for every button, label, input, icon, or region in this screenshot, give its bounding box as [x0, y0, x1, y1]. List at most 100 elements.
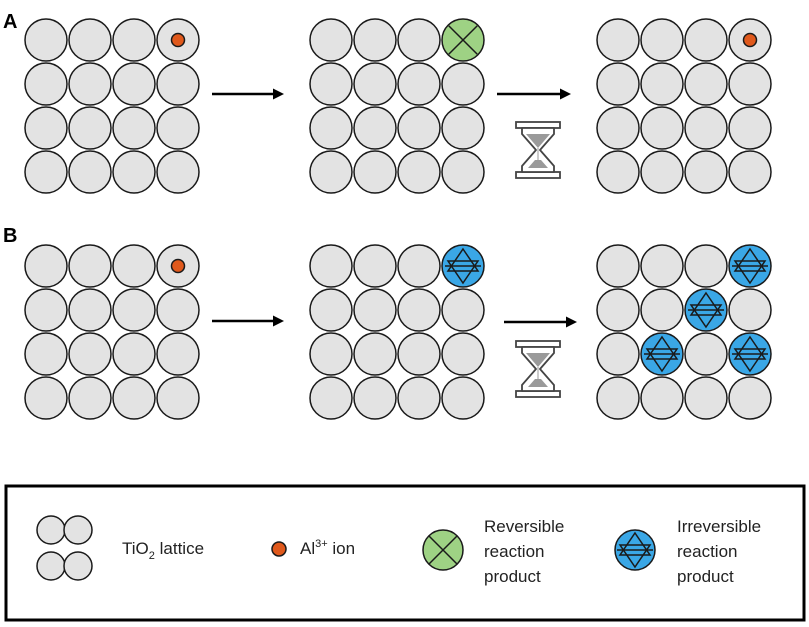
lattice-site — [112, 106, 156, 150]
lattice-site — [684, 62, 728, 106]
lattice-site — [728, 150, 772, 194]
lattice-site — [353, 62, 397, 106]
lattice-site — [309, 332, 353, 376]
lattice-site — [68, 288, 112, 332]
lattice-site — [24, 18, 68, 62]
lattice-site — [24, 106, 68, 150]
lattice-site — [156, 332, 200, 376]
irreversible-star-icon — [445, 247, 481, 285]
lattice-site — [68, 150, 112, 194]
lattice-site — [24, 288, 68, 332]
lattice-a-after-time — [596, 18, 772, 194]
lattice-site — [596, 62, 640, 106]
lattice-site — [640, 18, 684, 62]
lattice-site — [112, 62, 156, 106]
lattice-b-reacted — [309, 244, 485, 420]
lattice-site — [596, 288, 640, 332]
lattice-site — [441, 288, 485, 332]
hourglass-icon — [515, 340, 561, 398]
process-arrows — [212, 88, 577, 328]
lattice-site — [441, 150, 485, 194]
lattice-site — [596, 376, 640, 420]
lattice-site — [640, 62, 684, 106]
lattice-site — [112, 150, 156, 194]
lattice-site — [397, 332, 441, 376]
lattice-site — [640, 106, 684, 150]
al-ion-marker — [742, 32, 758, 48]
lattice-site — [24, 332, 68, 376]
lattice-site — [309, 376, 353, 420]
lattice-site — [353, 332, 397, 376]
lattice-site — [24, 376, 68, 420]
lattice-site — [309, 62, 353, 106]
lattice-site — [441, 332, 485, 376]
lattice-site — [728, 376, 772, 420]
lattice-site — [309, 244, 353, 288]
lattice-site — [309, 106, 353, 150]
lattice-site — [112, 288, 156, 332]
lattice-site — [68, 18, 112, 62]
lattice-site — [728, 288, 772, 332]
lattice-site — [156, 376, 200, 420]
lattice-site — [309, 150, 353, 194]
lattice-site — [68, 106, 112, 150]
arrow-a-2 — [497, 88, 571, 100]
lattice-site — [640, 150, 684, 194]
lattice-site — [68, 376, 112, 420]
lattice-site — [309, 18, 353, 62]
arrow-a-1 — [212, 88, 284, 100]
lattice-site — [68, 62, 112, 106]
lattice-site — [397, 62, 441, 106]
lattice-site — [397, 244, 441, 288]
lattice-site — [353, 106, 397, 150]
reversible-x-icon — [448, 25, 478, 55]
lattice-b-initial — [24, 244, 200, 420]
legend-irreversible-icon — [614, 529, 656, 571]
lattice-a-initial — [24, 18, 200, 194]
lattice-site — [640, 288, 684, 332]
arrow-b-2 — [504, 316, 577, 328]
lattice-site — [112, 376, 156, 420]
lattice-site — [24, 62, 68, 106]
lattice-site — [684, 376, 728, 420]
hourglass-icon — [515, 121, 561, 179]
irreversible-star-icon — [644, 335, 680, 373]
lattice-site — [684, 106, 728, 150]
irreversible-star-icon — [688, 291, 724, 329]
legend-irreversible-label: Irreversible reaction product — [677, 517, 766, 586]
lattice-site — [112, 332, 156, 376]
lattice-site — [353, 18, 397, 62]
lattice-site — [397, 288, 441, 332]
lattice-site — [728, 62, 772, 106]
panel-a-label: A — [3, 11, 17, 33]
lattice-site — [728, 106, 772, 150]
lattice-site — [596, 332, 640, 376]
legend-reversible-label: Reversible reaction product — [484, 517, 569, 586]
lattice-site — [24, 244, 68, 288]
lattice-site — [353, 288, 397, 332]
lattice-site — [640, 244, 684, 288]
lattice-site — [397, 376, 441, 420]
lattice-site — [309, 288, 353, 332]
lattice-site — [397, 150, 441, 194]
lattice-site — [596, 244, 640, 288]
lattice-site — [68, 332, 112, 376]
irreversible-star-icon — [732, 335, 768, 373]
lattice-site — [596, 106, 640, 150]
al-ion-marker — [170, 32, 186, 48]
lattice-site — [112, 244, 156, 288]
legend-lattice-icon — [36, 515, 93, 581]
lattice-site — [441, 62, 485, 106]
lattice-site — [596, 150, 640, 194]
lattice-a-reacted — [309, 18, 485, 194]
legend-ion-icon — [271, 541, 287, 557]
lattice-site — [397, 106, 441, 150]
lattice-site — [353, 376, 397, 420]
lattice-site — [684, 244, 728, 288]
legend-lattice-label: TiO2 lattice — [122, 539, 204, 562]
legend-box: TiO2 lattice Al3+ ion Reversible reactio… — [4, 484, 806, 622]
lattice-site — [684, 332, 728, 376]
panel-b-label: B — [3, 225, 17, 247]
al-ion-marker — [170, 258, 186, 274]
